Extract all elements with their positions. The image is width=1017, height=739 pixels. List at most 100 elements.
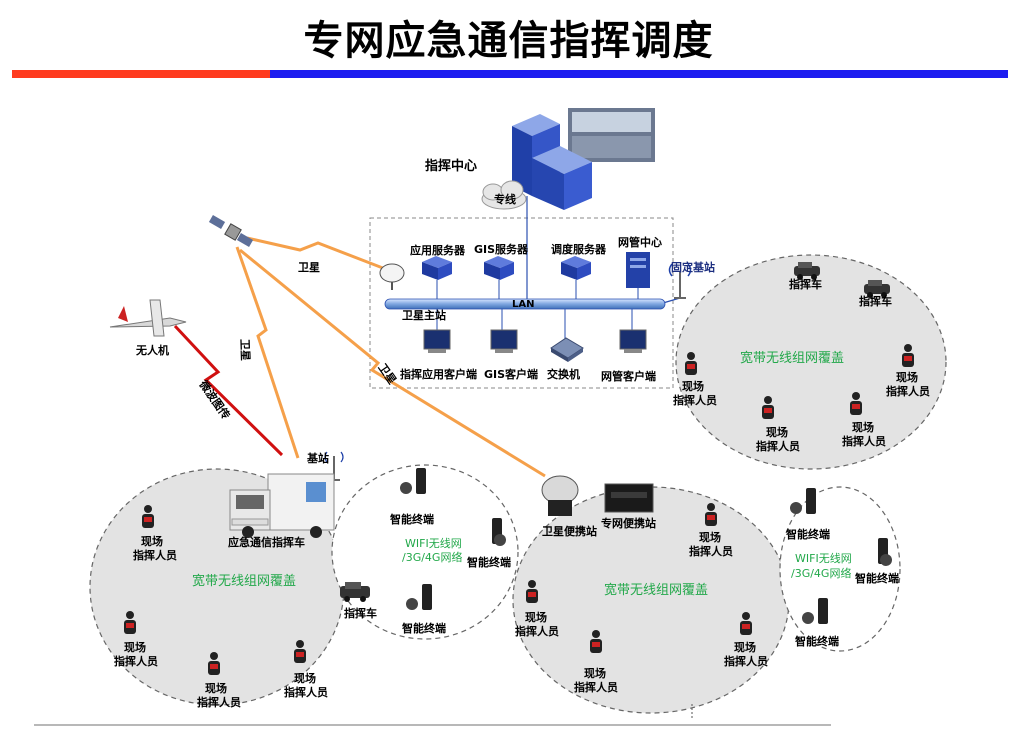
person-icon <box>526 580 538 603</box>
terminal-icon <box>492 518 506 546</box>
command-center-label: 指挥中心 <box>425 158 477 174</box>
command-center-box <box>369 217 674 389</box>
monitor-icon <box>423 329 451 353</box>
satellite-icon <box>208 215 254 247</box>
page-title: 专网应急通信指挥调度 <box>303 18 714 64</box>
vehicle-icon <box>864 280 890 298</box>
left-person-2-line2: 指挥人员 <box>114 654 158 668</box>
person-icon <box>685 352 697 375</box>
left-terminal-label-3: 智能终端 <box>402 621 446 635</box>
server-icon <box>484 256 514 280</box>
mid-person-3-line1: 现场 <box>584 666 606 680</box>
tr-person-4-line2: 指挥人员 <box>842 434 886 448</box>
tr-person-4-line1: 现场 <box>852 420 874 434</box>
monitor-icon <box>619 329 647 353</box>
tr-person-2-line2: 指挥人员 <box>886 384 930 398</box>
right-wifi-line1: WIFI无线网 <box>795 551 852 565</box>
server-label-app: 应用服务器 <box>410 243 466 257</box>
uav-label: 无人机 <box>135 343 169 357</box>
person-icon <box>850 392 862 415</box>
satellite-link-2 <box>235 246 300 459</box>
server-label-nms: 网管中心 <box>618 235 662 249</box>
tr-person-1-line2: 指挥人员 <box>673 393 717 407</box>
left-person-4-line2: 指挥人员 <box>284 685 328 699</box>
left-person-3-line2: 指挥人员 <box>197 695 241 709</box>
person-icon <box>590 630 602 653</box>
command-center-building <box>512 108 655 210</box>
satellite-link-3 <box>239 248 546 478</box>
person-icon <box>705 503 717 526</box>
terminal-zone-left <box>331 464 519 640</box>
person-icon <box>740 612 752 635</box>
left-base-station-label: 基站 <box>306 451 329 465</box>
cloud-icon <box>481 180 527 210</box>
private-portable-label: 专网便携站 <box>601 516 656 530</box>
cloud-label: 专线 <box>494 192 516 206</box>
right-terminal-label-2: 智能终端 <box>855 571 899 585</box>
lan-bus <box>384 298 666 310</box>
vehicle-icon <box>794 262 820 280</box>
client-icons <box>423 329 647 362</box>
server-label-dispatch: 调度服务器 <box>551 242 607 256</box>
mid-person-4-line2: 指挥人员 <box>724 654 768 668</box>
person-icon <box>762 396 774 419</box>
client-label-command: 指挥应用客户端 <box>400 367 477 381</box>
truck-label: 应急通信指挥车 <box>228 535 305 549</box>
microwave-link <box>173 324 284 457</box>
satellite-link-label-2: 卫星 <box>238 339 252 361</box>
left-terminal-label-1: 智能终端 <box>390 512 434 526</box>
sat-portable-label: 卫星便携站 <box>542 524 597 538</box>
truck-icon <box>229 473 335 538</box>
right-terminal-label-3: 智能终端 <box>795 634 839 648</box>
title-underline-red <box>12 70 270 78</box>
fixed-base-station-label: 固定基站 <box>671 260 715 274</box>
person-icon <box>294 640 306 663</box>
mid-person-1-line2: 指挥人员 <box>689 544 733 558</box>
tr-person-1-line1: 现场 <box>682 379 704 393</box>
tr-person-3-line1: 现场 <box>766 425 788 439</box>
fixed-base-station-icon <box>668 263 692 299</box>
left-coverage-label: 宽带无线组网覆盖 <box>192 573 296 589</box>
tr-vehicle-label-1: 指挥车 <box>789 277 822 291</box>
sat-portable-icon <box>541 475 579 516</box>
monitor-icon <box>490 329 518 353</box>
client-label-switch: 交换机 <box>547 367 580 381</box>
server-label-gis: GIS服务器 <box>474 242 529 256</box>
left-person-4-line1: 现场 <box>294 671 316 685</box>
terminal-icon <box>802 598 828 624</box>
satellite-link-label-1: 卫星 <box>298 261 320 274</box>
left-terminal-label-2: 智能终端 <box>467 555 511 569</box>
tr-vehicle-label-2: 指挥车 <box>859 294 892 308</box>
mid-person-4-line1: 现场 <box>734 640 756 654</box>
person-icon <box>124 611 136 634</box>
private-portable-icon <box>604 483 654 513</box>
right-wifi-line2: /3G/4G网络 <box>791 566 851 580</box>
server-icon <box>561 256 591 280</box>
tr-person-3-line2: 指挥人员 <box>756 439 800 453</box>
mid-person-2-line1: 现场 <box>525 610 547 624</box>
server-icon <box>422 256 452 280</box>
uav-icon <box>109 299 187 337</box>
terminal-icon <box>878 538 892 566</box>
terminal-zone-right <box>779 486 901 652</box>
coverage-zone-top-right <box>675 254 947 470</box>
client-label-gis: GIS客户端 <box>484 367 538 381</box>
left-wifi-line1: WIFI无线网 <box>405 536 462 550</box>
middle-coverage-label: 宽带无线组网覆盖 <box>604 582 708 598</box>
mid-person-2-line2: 指挥人员 <box>515 624 559 638</box>
coverage-zones <box>89 254 947 714</box>
nms-tower-icon <box>626 252 650 288</box>
person-icon <box>208 652 220 675</box>
person-icon <box>142 505 154 528</box>
mid-person-3-line2: 指挥人员 <box>574 680 618 694</box>
left-person-3-line1: 现场 <box>205 681 227 695</box>
satellite-dish-icon <box>379 263 405 290</box>
switch-icon <box>550 337 584 362</box>
left-person-1-line1: 现场 <box>141 534 163 548</box>
bottom-rule <box>34 724 831 726</box>
client-label-nms: 网管客户端 <box>601 369 656 383</box>
title-underline-blue <box>270 70 1008 78</box>
sat-main-station-label: 卫星主站 <box>402 308 446 322</box>
lan-label: LAN <box>512 299 534 310</box>
